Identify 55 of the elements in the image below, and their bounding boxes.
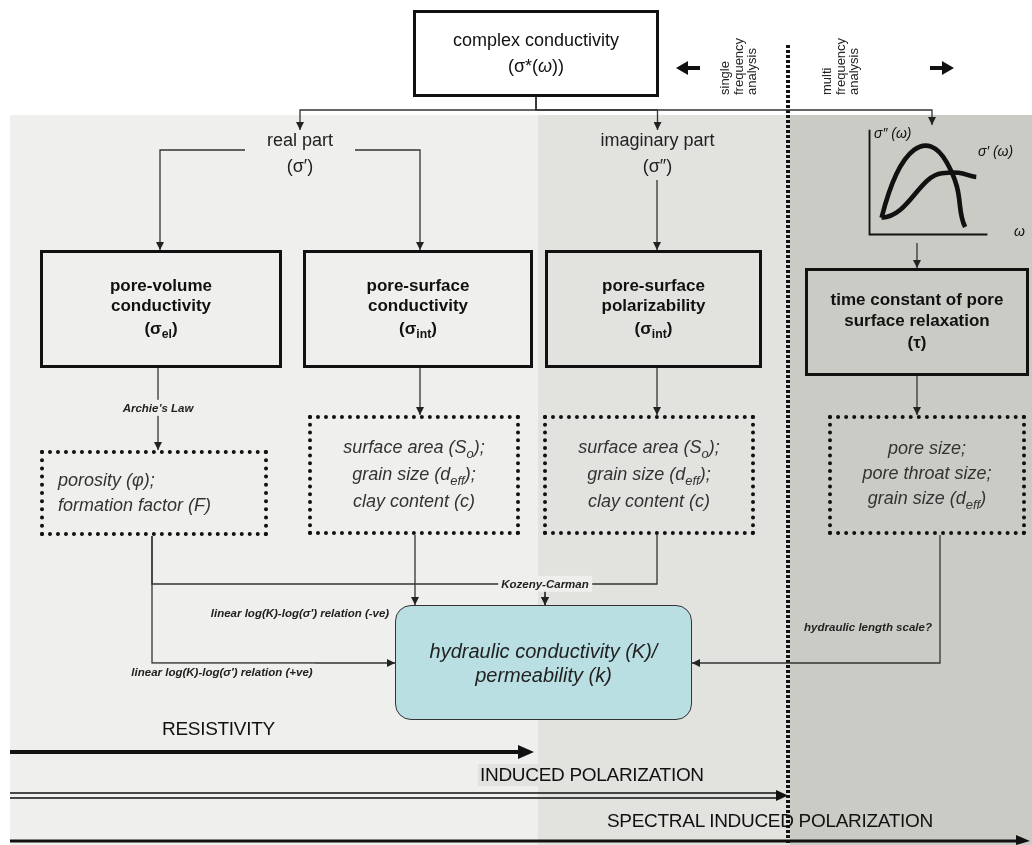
node-text: pore-volume conductivity: [109, 276, 213, 317]
connector-arrow: [691, 534, 941, 667]
edge-label: Kozeny-Carman: [498, 575, 592, 593]
node-text: surface area (S$_{o}$);: [578, 437, 720, 462]
connector-arrow: [653, 179, 661, 251]
curve-label: σ″ (ω): [874, 125, 912, 141]
node-text: (σ$_{el}$): [144, 318, 178, 342]
node-text: clay content (c): [587, 491, 710, 513]
node-text: grain size (d$_{eff}$): [867, 487, 987, 512]
branch-label: imaginary part: [600, 130, 715, 152]
connector-arrow: [913, 375, 921, 416]
edge-label: Archie’s Law: [119, 399, 197, 417]
process-box: [413, 10, 659, 97]
branch-label: (σ″): [642, 155, 673, 178]
connector-arrow: [416, 367, 424, 416]
method-label: SPECTRAL INDUCED POLARIZATION: [606, 810, 934, 832]
node-text: surface area (S$_{o}$);: [343, 437, 485, 462]
curve-label: ω: [1014, 223, 1025, 239]
process-box: [303, 250, 533, 368]
property-box: [308, 415, 520, 535]
node-text: time constant of pore surface relaxation: [829, 290, 1005, 332]
branch-label: real part: [266, 130, 333, 152]
property-box: [828, 415, 1026, 535]
node-text: porosity (φ);: [58, 469, 155, 492]
axis-note: multi frequency analysis: [819, 36, 861, 95]
process-box: [545, 250, 762, 368]
property-box: [40, 450, 268, 536]
connector-arrow: [653, 367, 661, 416]
node-text: complex conductivity: [452, 29, 620, 52]
node-text: pore size;: [887, 438, 966, 460]
node-text: clay content (c): [352, 491, 475, 513]
node-text: pore-surface conductivity: [365, 276, 471, 317]
connector-arrow: [535, 96, 936, 126]
method-label: INDUCED POLARIZATION: [478, 764, 706, 786]
node-text: formation factor (F): [58, 494, 212, 517]
node-text: pore throat size;: [862, 462, 992, 485]
node-text: (σ$_{int}$): [634, 318, 673, 342]
process-box: [40, 250, 282, 368]
result-box: [395, 605, 692, 720]
node-text: grain size (d$_{eff}$);: [352, 464, 476, 489]
connector-arrow: [411, 534, 419, 606]
branch-label: (σ′): [286, 155, 314, 178]
node-text: hydraulic conductivity (K)/ permeability (k): [428, 638, 660, 687]
node-text: grain size (d$_{eff}$);: [587, 464, 711, 489]
node-text: (τ): [907, 333, 927, 354]
node-text: (σ$_{int}$): [399, 318, 437, 342]
process-box: [805, 268, 1029, 376]
connector-arrow: [156, 149, 246, 251]
connector-arrow: [354, 149, 424, 251]
node-text: (σ*(ω)): [507, 55, 565, 78]
curve-label: σ′ (ω): [978, 143, 1014, 159]
property-box: [543, 415, 755, 535]
node-text: pore-surface polarizability: [600, 276, 707, 317]
connector-arrow: [913, 242, 921, 269]
axis-note: single frequency analysis: [717, 36, 759, 95]
